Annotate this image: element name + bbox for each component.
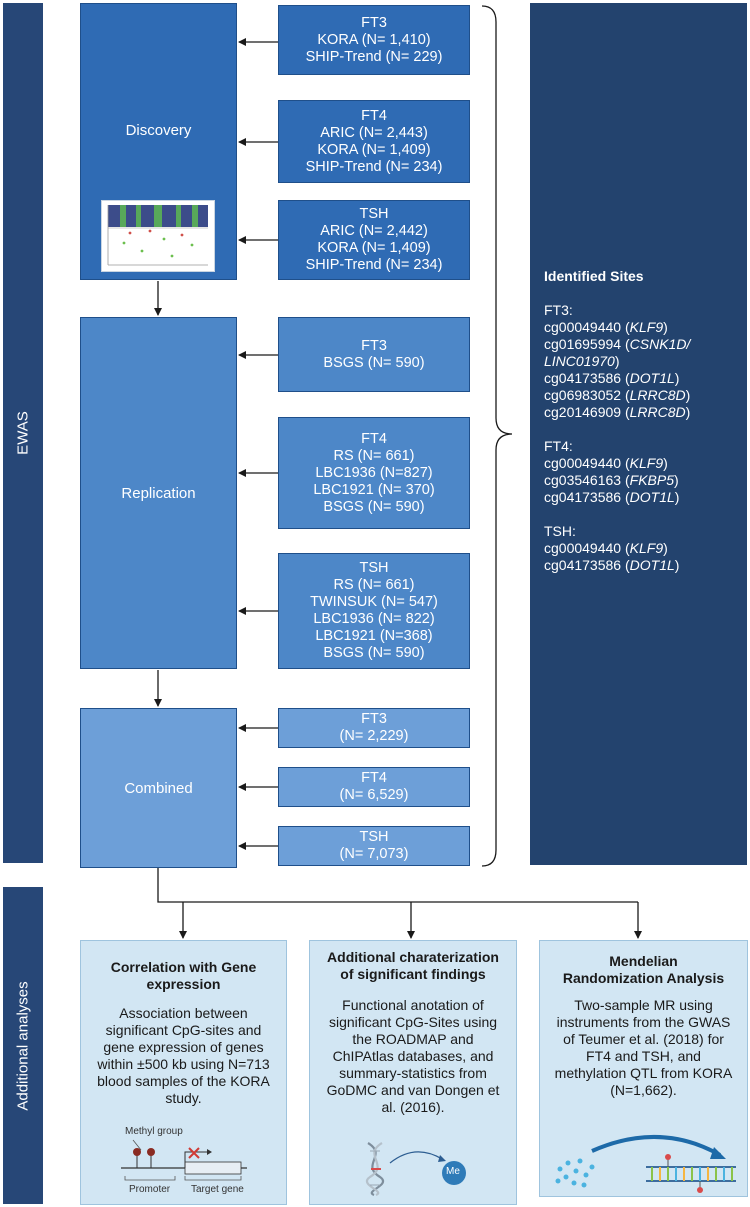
- identified-sites-title: Identified Sites: [544, 268, 644, 284]
- identified-sites-panel: Identified Sites FT3: cg00049440 (KLF9) …: [530, 3, 747, 865]
- manhattan-plot-thumbnail: [101, 200, 215, 272]
- gene-expression-illustration: Methyl group Promoter Target gene: [119, 1126, 264, 1201]
- site-item: cg00049440 (KLF9): [544, 455, 668, 471]
- fanout-line: [157, 868, 638, 903]
- combined-tsh-box: TSH(N= 7,073): [278, 826, 470, 866]
- combined-stage: Combined: [80, 708, 237, 868]
- me-label: Me: [446, 1166, 460, 1177]
- mendelian-body: Two-sample MR using instruments from the…: [554, 997, 733, 1098]
- site-item: cg06983052 (LRRC8D): [544, 387, 691, 403]
- tsh-sites-label: TSH:: [544, 523, 576, 539]
- correlation-panel: Correlation with Gene expression Associa…: [80, 940, 287, 1205]
- dna-methylation-illustration: Me: [360, 1141, 480, 1197]
- site-item: cg04173586 (DOT1L): [544, 557, 680, 573]
- site-item: cg04173586 (DOT1L): [544, 370, 680, 386]
- target-gene-label: Target gene: [191, 1184, 244, 1195]
- additional-analyses-side-label: Additional analyses: [3, 887, 43, 1204]
- discovery-stage: Discovery: [80, 3, 237, 280]
- ft4-sites-label: FT4:: [544, 438, 573, 454]
- site-item: cg04173586 (DOT1L): [544, 489, 680, 505]
- replication-label: Replication: [121, 485, 196, 502]
- combined-label: Combined: [124, 780, 193, 797]
- site-item: cg03546163 (FKBP5): [544, 472, 679, 488]
- combined-ft3-box: FT3(N= 2,229): [278, 708, 470, 748]
- curly-brace: [481, 5, 513, 867]
- correlation-body: Association between significant CpG-site…: [97, 1005, 270, 1106]
- methyl-group-label: Methyl group: [125, 1126, 183, 1137]
- mendelian-title: Mendelian Randomization Analysis: [562, 953, 725, 986]
- combined-ft4-box: FT4(N= 6,529): [278, 767, 470, 807]
- site-item: cg01695994 (CSNK1D/ LINC01970): [544, 336, 691, 369]
- site-item: cg20146909 (LRRC8D): [544, 404, 691, 420]
- site-item: cg00049440 (KLF9): [544, 319, 668, 335]
- promoter-label: Promoter: [129, 1184, 171, 1195]
- characterization-title: Additional charaterization of significan…: [327, 949, 499, 982]
- correlation-title: Correlation with Gene expression: [110, 959, 257, 992]
- site-item: cg00049440 (KLF9): [544, 540, 668, 556]
- ft3-sites-label: FT3:: [544, 302, 573, 318]
- ewas-side-label: EWAS: [3, 3, 43, 863]
- characterization-body: Functional anotation of significant CpG-…: [326, 997, 500, 1115]
- characterization-panel: Additional charaterization of significan…: [309, 940, 517, 1205]
- replication-stage: Replication: [80, 317, 237, 669]
- mr-illustration: [550, 1129, 740, 1194]
- mendelian-panel: Mendelian Randomization Analysis Two-sam…: [539, 940, 748, 1197]
- discovery-label: Discovery: [125, 122, 192, 139]
